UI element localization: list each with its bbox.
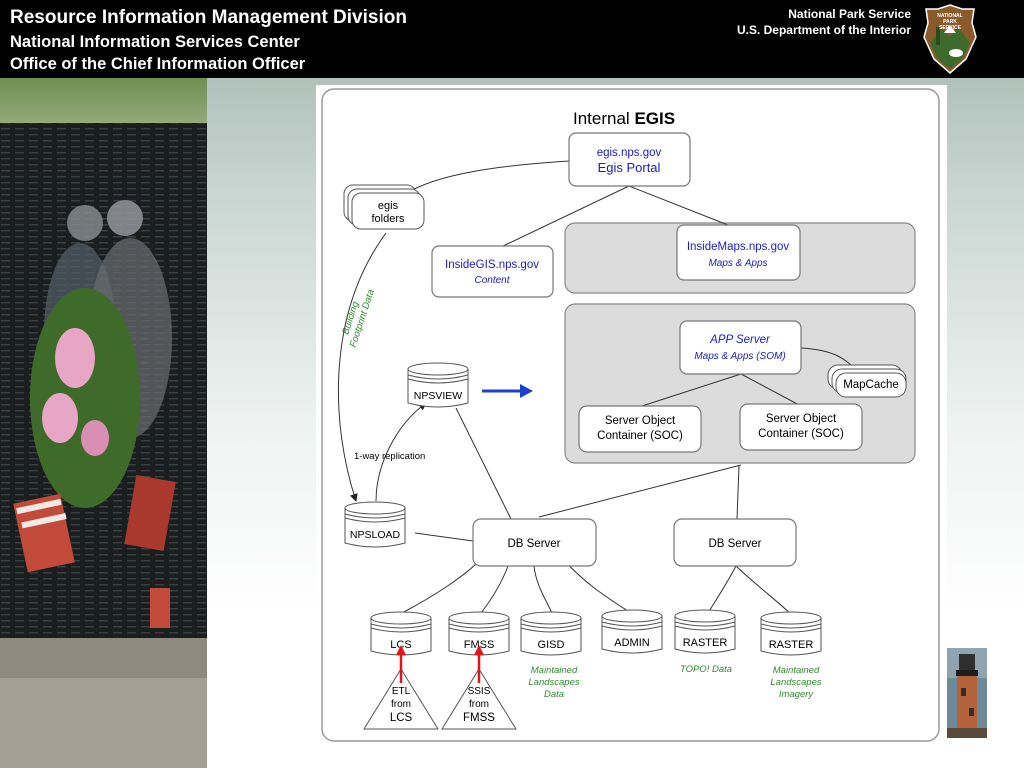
flow-arrow [482, 384, 533, 398]
soc1-line2: Container (SOC) [597, 430, 683, 442]
raster-topo-note: TOPO! Data [680, 664, 732, 675]
mapcache-node: MapCache [827, 364, 907, 398]
db-raster-topo: RASTER [674, 609, 736, 654]
svg-text:DB Server: DB Server [507, 538, 560, 550]
svg-text:NATIONAL: NATIONAL [937, 13, 962, 19]
insidemaps-url: InsideMaps.nps.gov [687, 241, 790, 253]
db-admin: ADMIN [601, 609, 663, 654]
portal-url: egis.nps.gov [597, 147, 662, 159]
folders-line1: egis [378, 200, 399, 212]
npsview-db: NPSVIEW [407, 362, 469, 408]
insidemaps-sub: Maps & Apps [708, 258, 767, 269]
svg-text:Data: Data [544, 689, 564, 700]
npsview-label: NPSVIEW [414, 390, 463, 402]
gisd-note: Maintained Landscapes Data [528, 665, 579, 700]
svg-text:RASTER: RASTER [769, 639, 814, 651]
npsload-db: NPSLOAD [344, 501, 406, 548]
soc-node-right: Server Object Container (SOC) [739, 403, 863, 451]
svg-text:GISD: GISD [538, 639, 565, 651]
insidemaps-node: InsideMaps.nps.gov Maps & Apps [676, 224, 801, 281]
office-title: Office of the Chief Information Officer [10, 55, 306, 73]
diagram-title: Internal EGIS [573, 109, 675, 128]
mapcache-label: MapCache [843, 379, 899, 391]
insidegis-node: InsideGIS.nps.gov Content [431, 245, 554, 298]
memorial-photo [0, 78, 207, 768]
svg-text:SSIS: SSIS [468, 686, 491, 697]
soc2-line1: Server Object [766, 413, 837, 425]
raster-imagery-note: Maintained Landscapes Imagery [770, 665, 821, 700]
portal-name: Egis Portal [598, 160, 661, 175]
agency-name: National Park Service [788, 7, 911, 21]
ssis-triangle: SSIS from FMSS [441, 668, 517, 730]
svg-text:PARK: PARK [943, 19, 957, 25]
svg-text:DB Server: DB Server [708, 538, 761, 550]
db-gisd: GISD [520, 611, 582, 656]
insidegis-sub: Content [474, 275, 510, 286]
app-server-label: APP Server [709, 334, 771, 346]
egis-architecture-diagram: Internal EGIS egis.nps.gov Egis Portal [321, 88, 940, 742]
egis-folders-node: egis folders [343, 184, 425, 230]
soc-node-left: Server Object Container (SOC) [578, 405, 702, 453]
app-server-sub: Maps & Apps (SOM) [694, 351, 785, 362]
svg-text:Maintained: Maintained [531, 665, 578, 676]
etl-triangle: ETL from LCS [363, 668, 439, 730]
svg-text:LCS: LCS [390, 712, 413, 724]
svg-text:Maintained: Maintained [773, 665, 820, 676]
svg-text:RASTER: RASTER [683, 637, 728, 649]
replication-label: 1-way replication [354, 451, 425, 462]
svg-text:from: from [469, 699, 489, 710]
svg-text:SERVICE: SERVICE [939, 25, 962, 31]
diagram-frame: Internal EGIS egis.nps.gov Egis Portal [316, 85, 947, 745]
division-title: Resource Information Management Division [10, 7, 407, 28]
header-bar: Resource Information Management Division… [0, 0, 1024, 78]
svg-text:Imagery: Imagery [779, 689, 815, 700]
lighthouse-photo [947, 648, 987, 738]
department-name: U.S. Department of the Interior [736, 23, 911, 37]
svg-text:Landscapes: Landscapes [528, 677, 579, 688]
svg-text:ADMIN: ADMIN [614, 637, 650, 649]
replication-arrow [375, 402, 427, 502]
building-footprint-arrow [337, 232, 387, 502]
db-fmss: FMSS [448, 611, 510, 656]
svg-text:from: from [391, 699, 411, 710]
center-title: National Information Services Center [10, 33, 300, 51]
db-raster-imagery: RASTER [760, 611, 822, 656]
npsload-label: NPSLOAD [350, 529, 401, 541]
svg-text:FMSS: FMSS [463, 712, 495, 724]
soc1-line1: Server Object [605, 415, 676, 427]
db-server-right: DB Server [673, 518, 797, 567]
soc2-line2: Container (SOC) [758, 428, 844, 440]
svg-text:ETL: ETL [392, 686, 411, 697]
app-server-node: APP Server Maps & Apps (SOM) [679, 320, 802, 375]
folders-line2: folders [371, 213, 405, 225]
egis-portal-node: egis.nps.gov Egis Portal [568, 132, 691, 187]
insidegis-url: InsideGIS.nps.gov [445, 259, 539, 271]
svg-text:Landscapes: Landscapes [770, 677, 821, 688]
db-server-left: DB Server [472, 518, 597, 567]
nps-arrowhead-logo: NATIONAL PARK SERVICE [923, 4, 977, 74]
